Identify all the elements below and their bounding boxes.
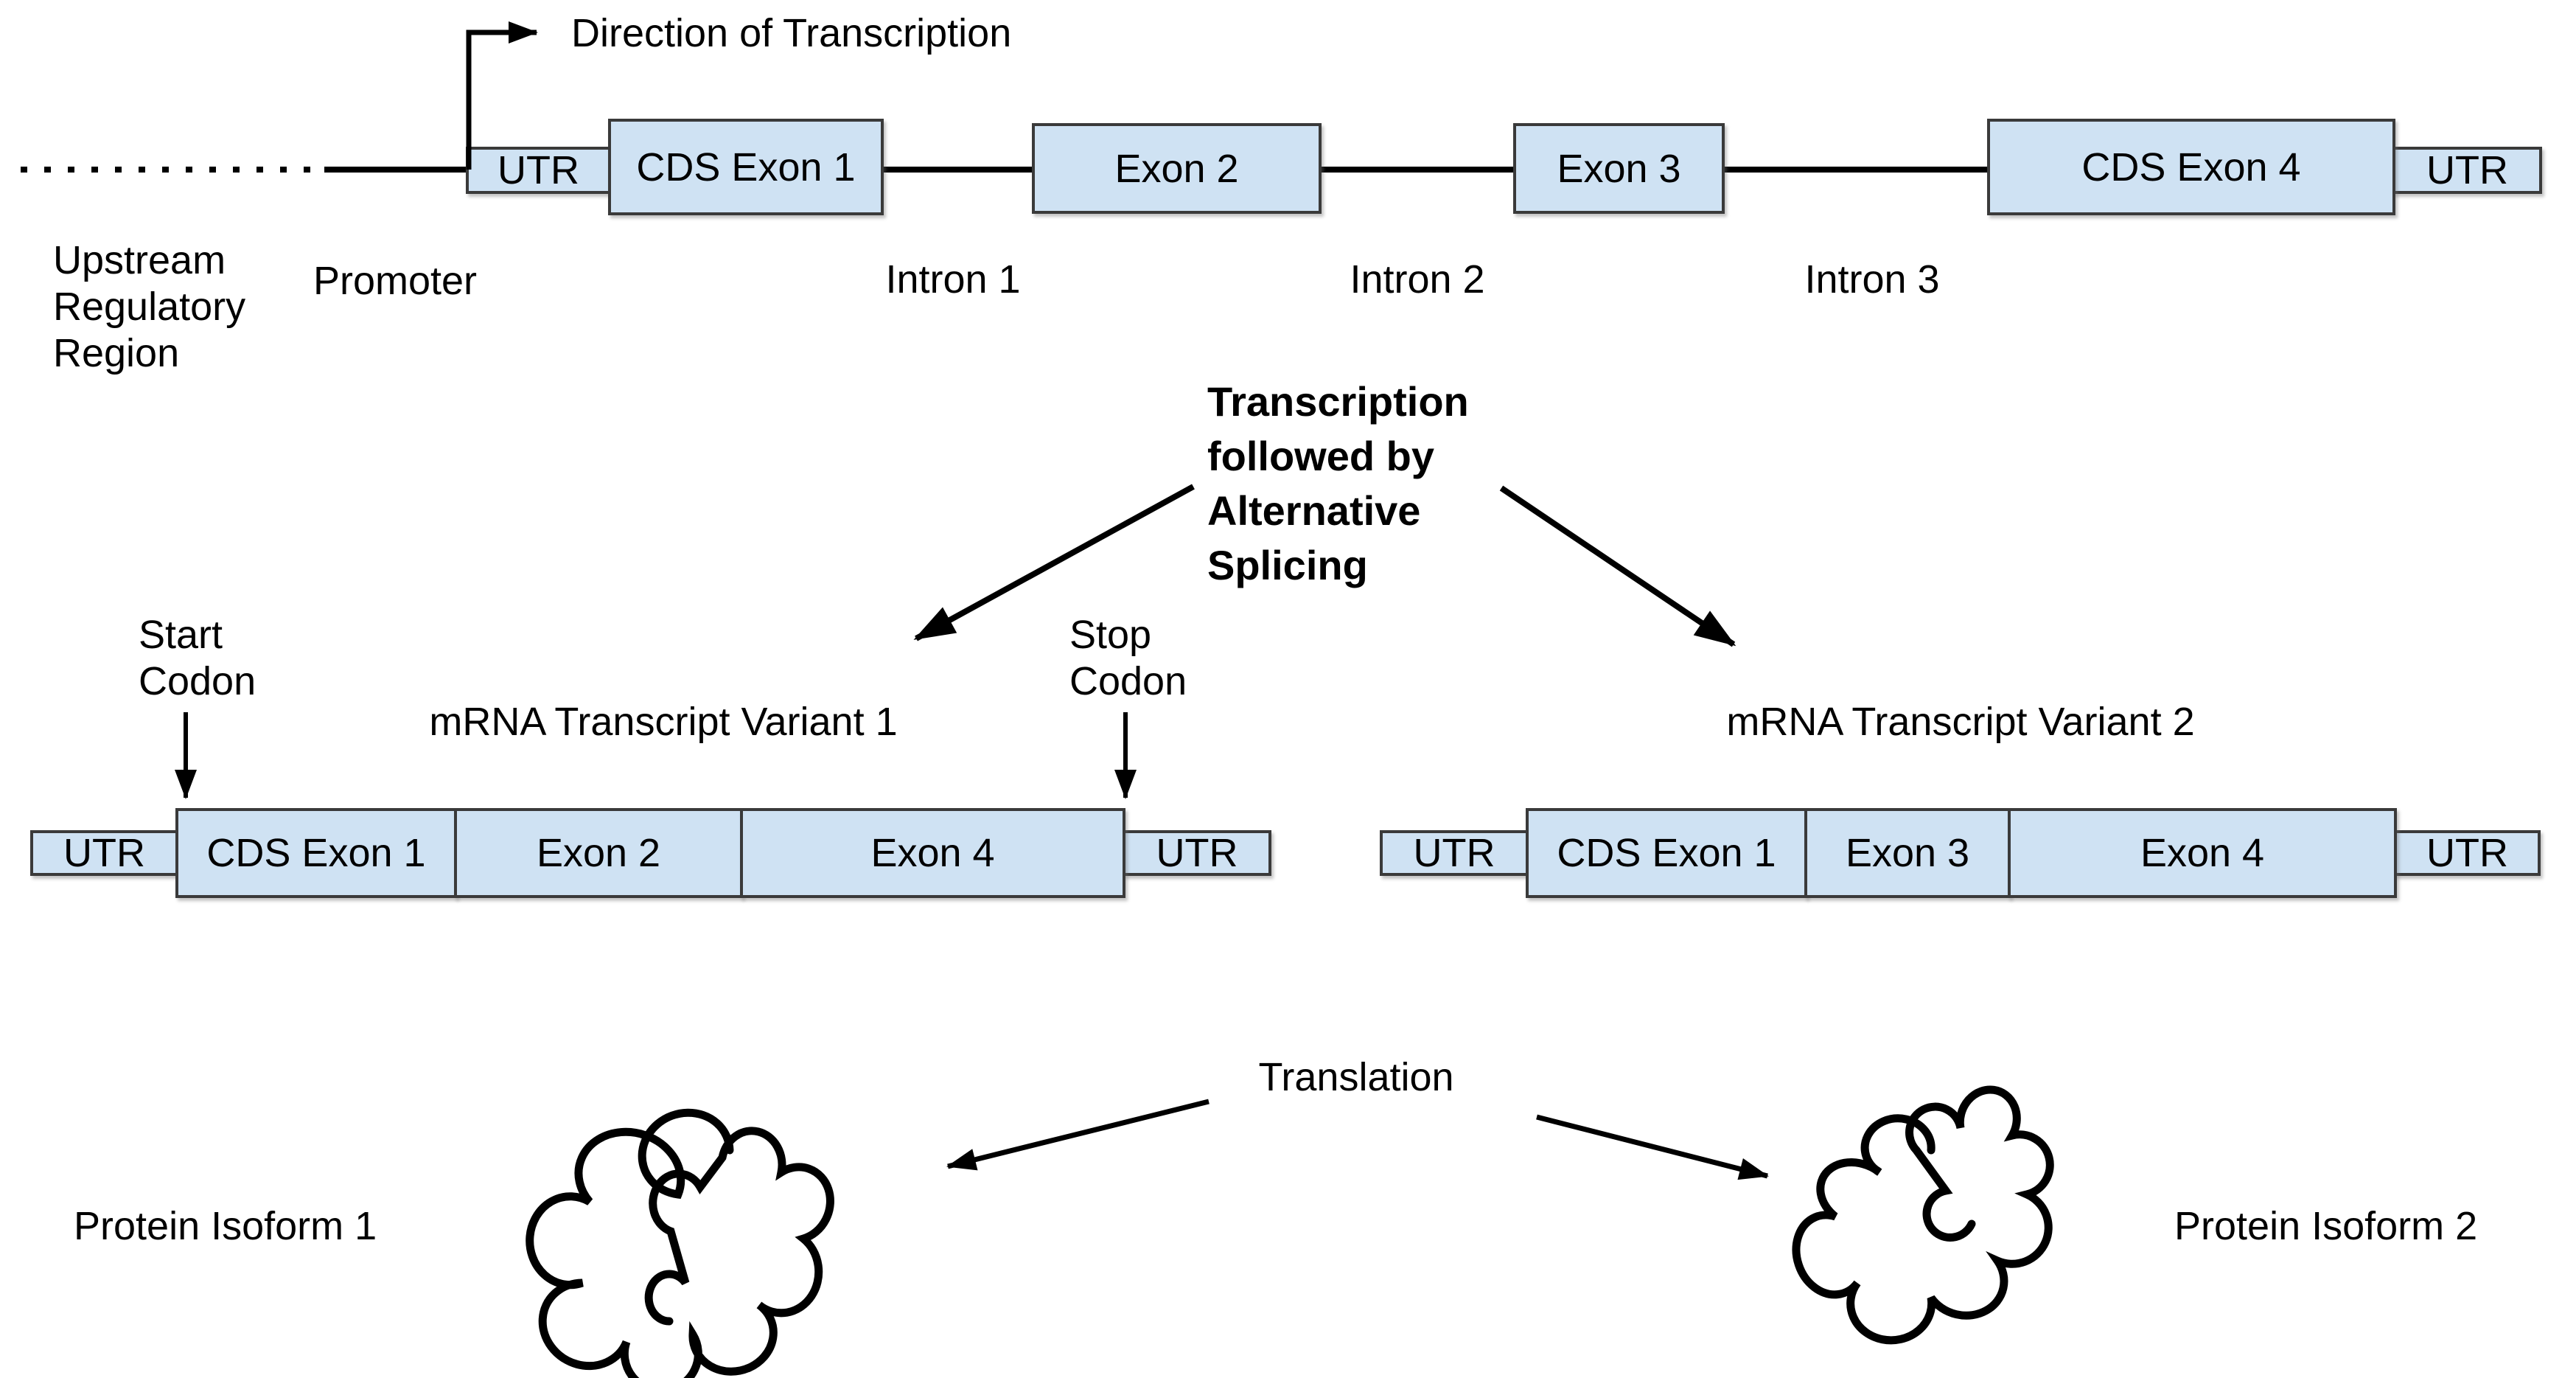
variant2-segment-cds-exon-1: CDS Exon 1 — [1526, 808, 1807, 898]
segment-label: CDS Exon 4 — [2081, 145, 2301, 189]
variant1-segment-utr-3prime: UTR — [1123, 830, 1271, 876]
translation-label: Translation — [1258, 1055, 1454, 1099]
promoter-label: Promoter — [313, 259, 478, 303]
upstream-dotted-line — [21, 167, 324, 173]
variant1-segment-exon-2: Exon 2 — [454, 808, 743, 898]
segment-label: Exon 4 — [2140, 831, 2265, 875]
variant2-segment-exon-3: Exon 3 — [1804, 808, 2011, 898]
segment-label: Exon 2 — [536, 831, 661, 875]
variant2-segment-utr-3prime: UTR — [2394, 830, 2541, 876]
gene-segment-exon-2: Exon 2 — [1032, 123, 1322, 214]
transcription-alternative-splicing-label: Transcription followed by Alternative Sp… — [1207, 375, 1469, 593]
protein-isoform-2-label: Protein Isoform 2 — [2174, 1204, 2478, 1248]
gene-segment-cds-exon-4: CDS Exon 4 — [1987, 119, 2395, 215]
segment-label: CDS Exon 1 — [636, 145, 856, 189]
segment-label: UTR — [1413, 831, 1495, 875]
start-codon-label: Start Codon — [139, 613, 256, 703]
segment-label: CDS Exon 1 — [1557, 831, 1776, 875]
segment-label: UTR — [1156, 831, 1238, 875]
splicing-label-line: followed by — [1207, 433, 1434, 479]
upstream-regulatory-region-label: Upstream Regulatory Region — [53, 238, 246, 375]
segment-label: UTR — [498, 148, 579, 192]
protein-isoform-1-label: Protein Isoform 1 — [74, 1204, 377, 1248]
gene-segment-exon-3: Exon 3 — [1513, 123, 1725, 214]
translation-arrow-left — [946, 1099, 1210, 1171]
intron-3-label: Intron 3 — [1804, 257, 1940, 302]
gene-segment-utr-5prime: UTR — [466, 147, 611, 194]
intron-2-label: Intron 2 — [1350, 257, 1485, 302]
segment-label: UTR — [2426, 148, 2508, 192]
segment-label: Exon 4 — [870, 831, 995, 875]
direction-of-transcription-label: Direction of Transcription — [571, 11, 1012, 55]
intron-1-label: Intron 1 — [885, 257, 1021, 302]
splicing-label-line: Splicing — [1207, 542, 1368, 588]
protein-isoform-2-scribble — [1792, 1085, 2054, 1345]
variant2-segment-exon-4: Exon 4 — [2008, 808, 2397, 898]
segment-label: CDS Exon 1 — [206, 831, 426, 875]
protein-isoform-1-scribble — [526, 1108, 834, 1378]
segment-label: UTR — [2426, 831, 2508, 875]
gene-segment-utr-3prime: UTR — [2392, 147, 2542, 194]
segment-label: Exon 3 — [1557, 146, 1681, 191]
gene-segment-cds-exon-1: CDS Exon 1 — [608, 119, 884, 215]
splice-arrow-right — [1499, 485, 1736, 647]
segment-label: UTR — [63, 831, 145, 875]
mrna-variant-2-title: mRNA Transcript Variant 2 — [1726, 700, 2195, 744]
variant2-segment-utr-5prime: UTR — [1380, 830, 1529, 876]
segment-label: Exon 2 — [1114, 146, 1239, 191]
segment-label: Exon 3 — [1845, 831, 1970, 875]
mrna-variant-1-title: mRNA Transcript Variant 1 — [429, 700, 898, 744]
variant1-segment-utr-5prime: UTR — [30, 830, 178, 876]
translation-arrow-right — [1536, 1114, 1769, 1180]
variant1-segment-exon-4: Exon 4 — [740, 808, 1125, 898]
gene-backbone-line — [324, 167, 2395, 173]
splicing-label-line: Alternative — [1207, 487, 1421, 534]
stop-codon-label: Stop Codon — [1069, 613, 1187, 703]
variant1-segment-cds-exon-1: CDS Exon 1 — [175, 808, 457, 898]
splicing-label-line: Transcription — [1207, 378, 1469, 425]
